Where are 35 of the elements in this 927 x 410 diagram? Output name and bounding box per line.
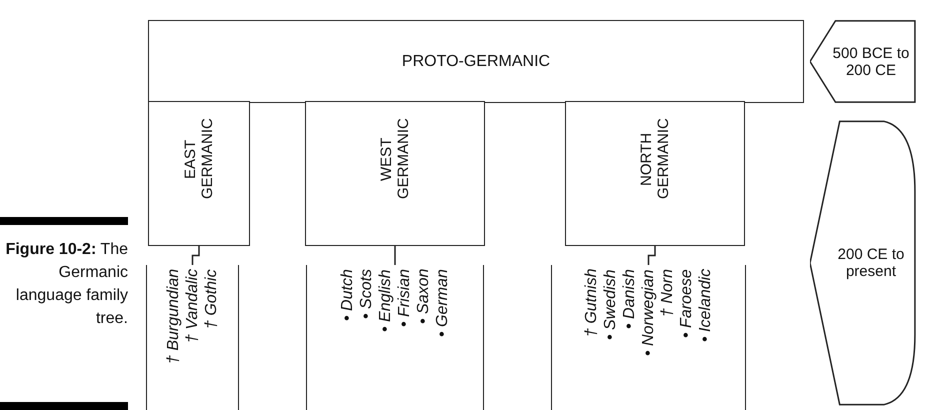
language-name: • Danish [620, 269, 639, 331]
language-name: • Norwegian [639, 269, 658, 358]
branch-box [305, 101, 485, 246]
branch-label: NORTH GERMANIC [638, 118, 672, 202]
language-name: † Burgundian [164, 269, 183, 366]
connector-line [394, 246, 396, 265]
language-name: • Frisian [395, 269, 414, 330]
language-name: • Swedish [601, 269, 620, 342]
branch-box [148, 101, 250, 246]
branch-label: WEST GERMANIC [378, 118, 412, 202]
language-name: † Gothic [202, 269, 221, 331]
language-name: • Icelandic [696, 269, 715, 344]
language-name: † Vandalic [183, 269, 202, 346]
language-name: • Faroese [677, 269, 696, 340]
period-label: 500 BCE to 200 CE [832, 44, 910, 78]
language-name: † Norn [658, 269, 677, 320]
branch-box [565, 101, 745, 246]
language-name: • Saxon [414, 269, 433, 326]
family-label: PROTO-GERMANIC [402, 52, 550, 70]
branch-label: EAST GERMANIC [182, 118, 216, 202]
period-pentagon [810, 20, 916, 103]
language-list-bracket [146, 265, 239, 410]
language-list-bracket [306, 265, 484, 410]
language-name: • Scots [357, 269, 376, 322]
connector-line [648, 246, 656, 265]
language-name: † Gutnish [582, 269, 601, 340]
period-label: 200 CE to present [836, 246, 906, 280]
language-family-box [148, 20, 804, 103]
language-name: • English [376, 269, 395, 334]
language-name: • Dutch [338, 269, 357, 323]
language-name: • German [433, 269, 452, 339]
connector-line [192, 246, 200, 265]
figure-caption: Figure 10-2: The Germanic language family tree. [4, 240, 128, 329]
language-list-bracket [551, 265, 746, 410]
period-arrow-shape [810, 120, 916, 406]
